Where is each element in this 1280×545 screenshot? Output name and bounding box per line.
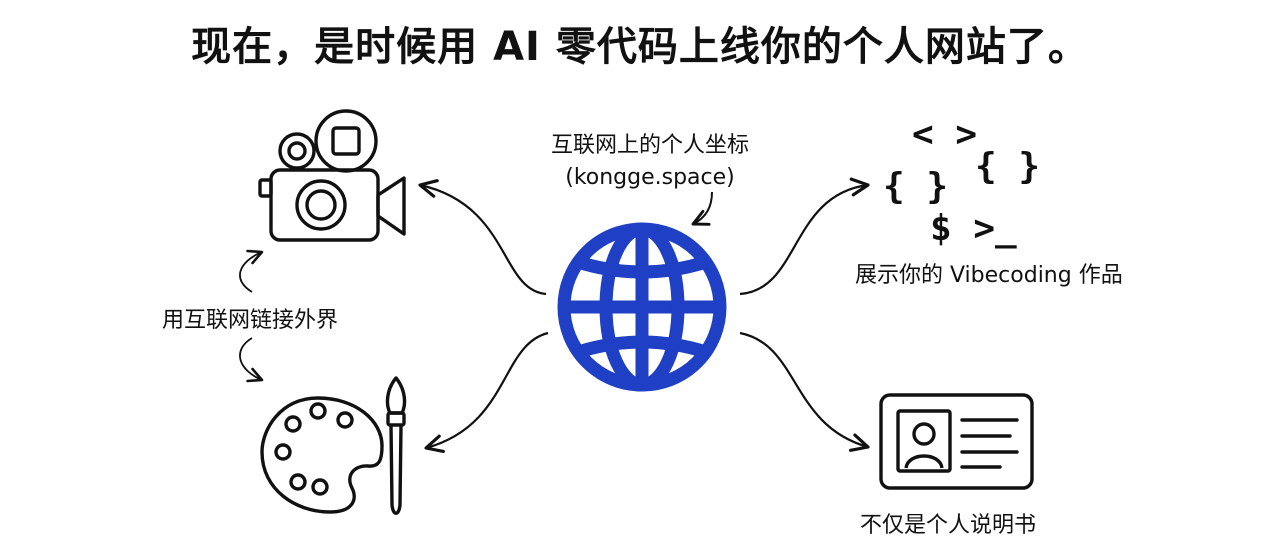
palette-icon (260, 396, 384, 514)
globe-icon (557, 222, 727, 392)
personal-coordinate-label: 互联网上的个人坐标 (kongge.space) (520, 130, 780, 194)
arrow-to-palette (424, 331, 549, 454)
code-symbols-icon: < > { } { } $ >_ (883, 114, 1040, 249)
page-title: 现在，是时候用 AI 零代码上线你的个人网站了。 (191, 24, 1089, 70)
id-card-icon (879, 393, 1034, 490)
arrow-down-small (239, 337, 264, 383)
personal-coordinate-text: 互联网上的个人坐标 (550, 133, 749, 158)
arrow-to-camera (418, 179, 547, 296)
braces-left-symbol: { } (883, 166, 948, 207)
link-outside-label: 用互联网链接外界 (162, 308, 339, 333)
arrow-to-code (739, 177, 870, 296)
paintbrush-icon (385, 376, 407, 515)
showcase-label: 展示你的 Vibecoding 作品 (855, 263, 1123, 288)
braces-right-symbol: { } (975, 146, 1040, 187)
terminal-prompt-symbol: $ >_ (930, 208, 1017, 249)
coordinate-arrow (691, 191, 713, 226)
domain-text: (kongge.space) (565, 165, 735, 190)
arrow-to-card (739, 331, 870, 452)
arrow-up-small (239, 249, 264, 293)
intro-card-label: 不仅是个人说明书 (860, 513, 1037, 538)
video-camera-icon (258, 109, 406, 242)
angle-brackets-symbol: < > (912, 114, 977, 155)
